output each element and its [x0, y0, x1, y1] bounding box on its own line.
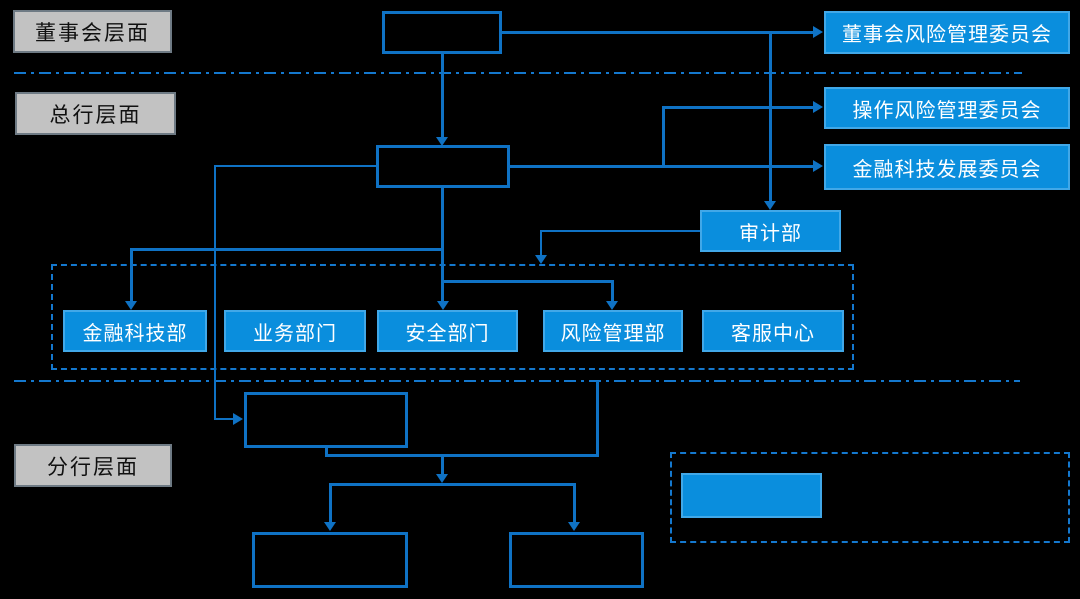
connector-bus-drop: [441, 454, 444, 476]
node-head-office: [376, 145, 510, 188]
node-fintech-dept: 金融科技部: [63, 310, 207, 352]
node-risk-management-dept: 风险管理部: [543, 310, 683, 352]
arrowhead-right-icon: [813, 101, 823, 113]
node-committee-board-risk: 董事会风险管理委员会: [824, 11, 1070, 54]
connector-branch-bus: [325, 454, 599, 457]
node-branch-2: [252, 532, 408, 588]
node-board: [382, 11, 502, 54]
arrowhead-down-icon: [436, 137, 448, 146]
connector-bus2: [330, 483, 576, 486]
arrowhead-down-icon: [568, 522, 580, 531]
arrowhead-down-icon: [535, 255, 547, 264]
arrowhead-down-icon: [606, 301, 618, 310]
connector-bus-riser: [596, 381, 599, 456]
connector-audit-down: [540, 230, 542, 256]
arrowhead-right-icon: [813, 26, 823, 38]
legend-box: [670, 452, 1070, 543]
arrowhead-down-icon: [436, 474, 448, 483]
connector-left-down: [214, 165, 216, 420]
node-business-dept: 业务部门: [224, 310, 366, 352]
connector-headoffice-to-fintech-committee: [510, 165, 813, 168]
arrowhead-down-icon: [437, 301, 449, 310]
connector-to-branch2: [329, 483, 332, 524]
arrowhead-right-icon: [233, 413, 243, 425]
node-committee-operational-risk: 操作风险管理委员会: [824, 87, 1070, 129]
connector-headoffice-left: [215, 165, 376, 167]
node-branch-1: [244, 392, 408, 448]
connector-audit-left: [541, 230, 700, 232]
lane-label-branch: 分行层面: [14, 444, 172, 487]
arrowhead-down-icon: [764, 201, 776, 210]
connector-to-fintech-dept: [130, 248, 133, 302]
arrowhead-down-icon: [324, 522, 336, 531]
connector-board-to-committee: [502, 31, 813, 34]
node-security-dept: 安全部门: [377, 310, 518, 352]
connector-branch1-stub: [325, 447, 328, 456]
departments-group-box: [51, 264, 854, 370]
connector-branch-right: [441, 280, 614, 283]
divider-board-headoffice: [14, 72, 1022, 74]
lane-label-head-office: 总行层面: [15, 92, 176, 135]
arrowhead-right-icon: [813, 160, 823, 172]
arrowhead-down-icon: [125, 301, 137, 310]
connector-branch-left: [130, 248, 444, 251]
node-audit-dept: 审计部: [700, 210, 841, 252]
divider-headoffice-branch: [14, 380, 1020, 382]
connector-down-to-audit: [769, 31, 772, 202]
lane-label-board: 董事会层面: [13, 10, 172, 53]
connector-into-branch1: [215, 418, 234, 420]
connector-to-branch3: [573, 483, 576, 524]
connector-headoffice-down: [441, 188, 444, 302]
connector-board-to-headoffice: [441, 54, 444, 138]
connector-to-risk-dept: [611, 280, 614, 302]
node-branch-3: [509, 532, 644, 588]
legend-swatch: [681, 473, 822, 518]
connector-up-branch: [662, 106, 665, 168]
node-committee-fintech-development: 金融科技发展委员会: [824, 144, 1070, 190]
node-customer-service-center: 客服中心: [702, 310, 844, 352]
connector-to-oprisk-committee: [663, 106, 813, 109]
